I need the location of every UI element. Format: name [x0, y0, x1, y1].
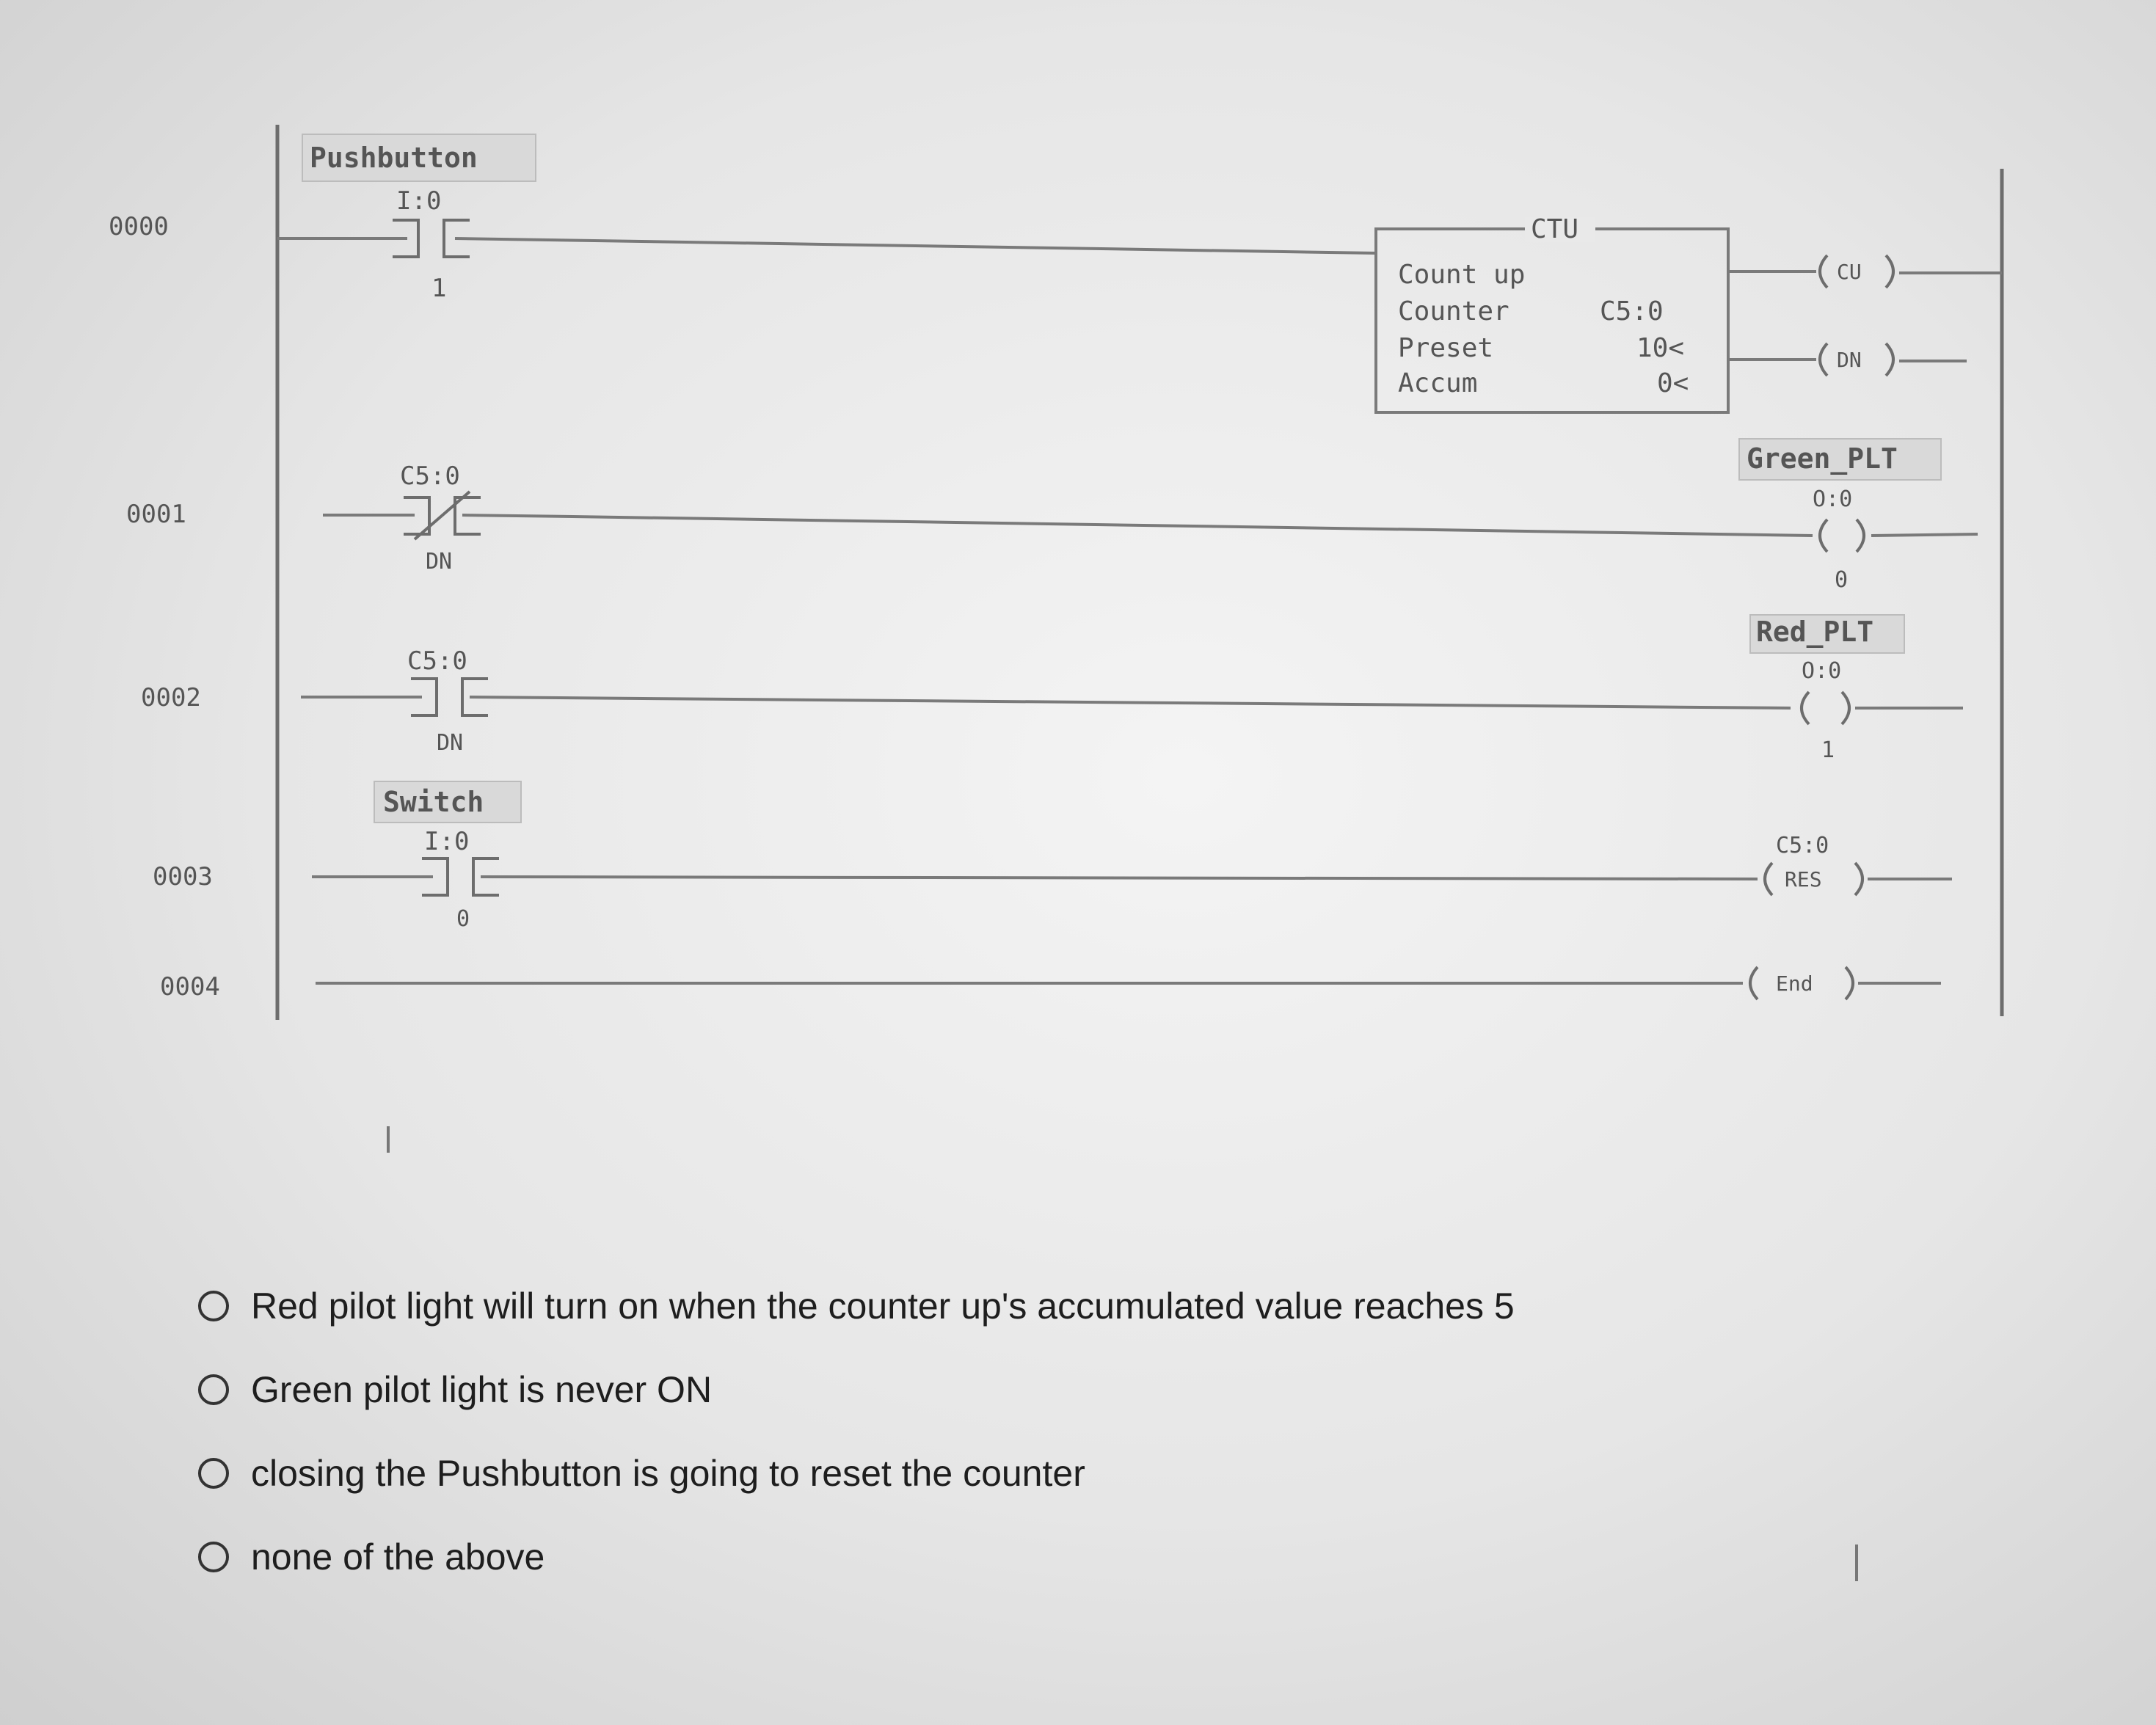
contact-label-pushbutton: Pushbutton — [310, 142, 478, 174]
ctu-row-label: Preset — [1398, 333, 1493, 363]
output-coil-green — [1818, 518, 1865, 553]
contact-label-box — [302, 134, 536, 182]
answer-option-label: none of the above — [251, 1536, 545, 1578]
reset-coil: RES — [1763, 861, 1864, 897]
ctu-counter-value: C5:0 — [1600, 296, 1664, 327]
coil-address: C5:0 — [1776, 833, 1829, 858]
coil-address: O:0 — [1813, 486, 1852, 512]
contact-bit: 0 — [456, 906, 470, 932]
coil-address: O:0 — [1802, 658, 1841, 684]
ctu-row-label: Accum — [1398, 368, 1477, 398]
radio-button[interactable] — [198, 1542, 229, 1572]
contact-address: I:0 — [424, 827, 469, 856]
radio-button[interactable] — [198, 1374, 229, 1405]
answer-option[interactable]: Green pilot light is never ON — [198, 1360, 1515, 1419]
rung-number-0000: 0000 — [109, 212, 169, 241]
coil-dn: DN — [1818, 342, 1895, 377]
rung-number-0004: 0004 — [160, 972, 220, 1002]
text-cursor — [1855, 1545, 1858, 1581]
contact-label-box — [374, 781, 522, 823]
coil-bit: 0 — [1835, 567, 1848, 593]
rung-number-0003: 0003 — [153, 862, 213, 891]
answer-option-label: Red pilot light will turn on when the co… — [251, 1285, 1515, 1327]
text-cursor — [387, 1126, 390, 1153]
contact-address: C5:0 — [400, 462, 460, 491]
answer-option-label: Green pilot light is never ON — [251, 1369, 713, 1410]
ctu-row-label: Count up — [1398, 260, 1525, 290]
ctu-instruction-block: CTU Count up Counter C5:0 Preset 10< Acc… — [1374, 214, 1730, 414]
svg-text:RES: RES — [1785, 867, 1822, 891]
nc-contact-dn — [404, 490, 481, 541]
contact-label-switch: Switch — [383, 786, 484, 818]
svg-text:CU: CU — [1837, 260, 1862, 284]
ctu-accum-value: 0< — [1657, 368, 1689, 398]
coil-label-box — [1749, 614, 1905, 654]
answer-option[interactable]: closing the Pushbutton is going to reset… — [198, 1444, 1515, 1503]
coil-bit: 1 — [1821, 737, 1835, 763]
contact-address: I:0 — [396, 186, 441, 216]
output-coil-red — [1800, 690, 1851, 726]
coil-label-box — [1738, 438, 1942, 481]
contact-bit: 1 — [431, 274, 446, 303]
rung-number-0001: 0001 — [126, 500, 186, 529]
no-contact-dn — [411, 677, 488, 717]
answer-option-label: closing the Pushbutton is going to reset… — [251, 1453, 1085, 1494]
answer-option[interactable]: none of the above — [198, 1528, 1515, 1586]
radio-button[interactable] — [198, 1291, 229, 1321]
radio-button[interactable] — [198, 1458, 229, 1489]
coil-cu: CU — [1818, 254, 1895, 289]
no-contact-switch — [422, 857, 499, 897]
ladder-diagram: 0000 Pushbutton I:0 1 CTU Count up Count… — [109, 125, 2004, 1020]
contact-bit: DN — [426, 549, 452, 575]
ctu-title: CTU — [1531, 214, 1578, 244]
contact-bit: DN — [437, 730, 463, 756]
coil-label-red-plt: Red_PLT — [1756, 616, 1873, 648]
svg-text:DN: DN — [1837, 348, 1862, 372]
svg-text:End: End — [1776, 971, 1813, 996]
ctu-row-label: Counter — [1398, 296, 1509, 327]
contact-address: C5:0 — [407, 646, 467, 676]
no-contact-pushbutton — [393, 219, 470, 258]
rung-number-0002: 0002 — [141, 683, 201, 712]
end-coil: End — [1749, 966, 1854, 1001]
answer-options: Red pilot light will turn on when the co… — [198, 1277, 1515, 1611]
ctu-preset-value: 10< — [1636, 333, 1684, 363]
coil-label-green-plt: Green_PLT — [1747, 442, 1898, 475]
answer-option[interactable]: Red pilot light will turn on when the co… — [198, 1277, 1515, 1335]
